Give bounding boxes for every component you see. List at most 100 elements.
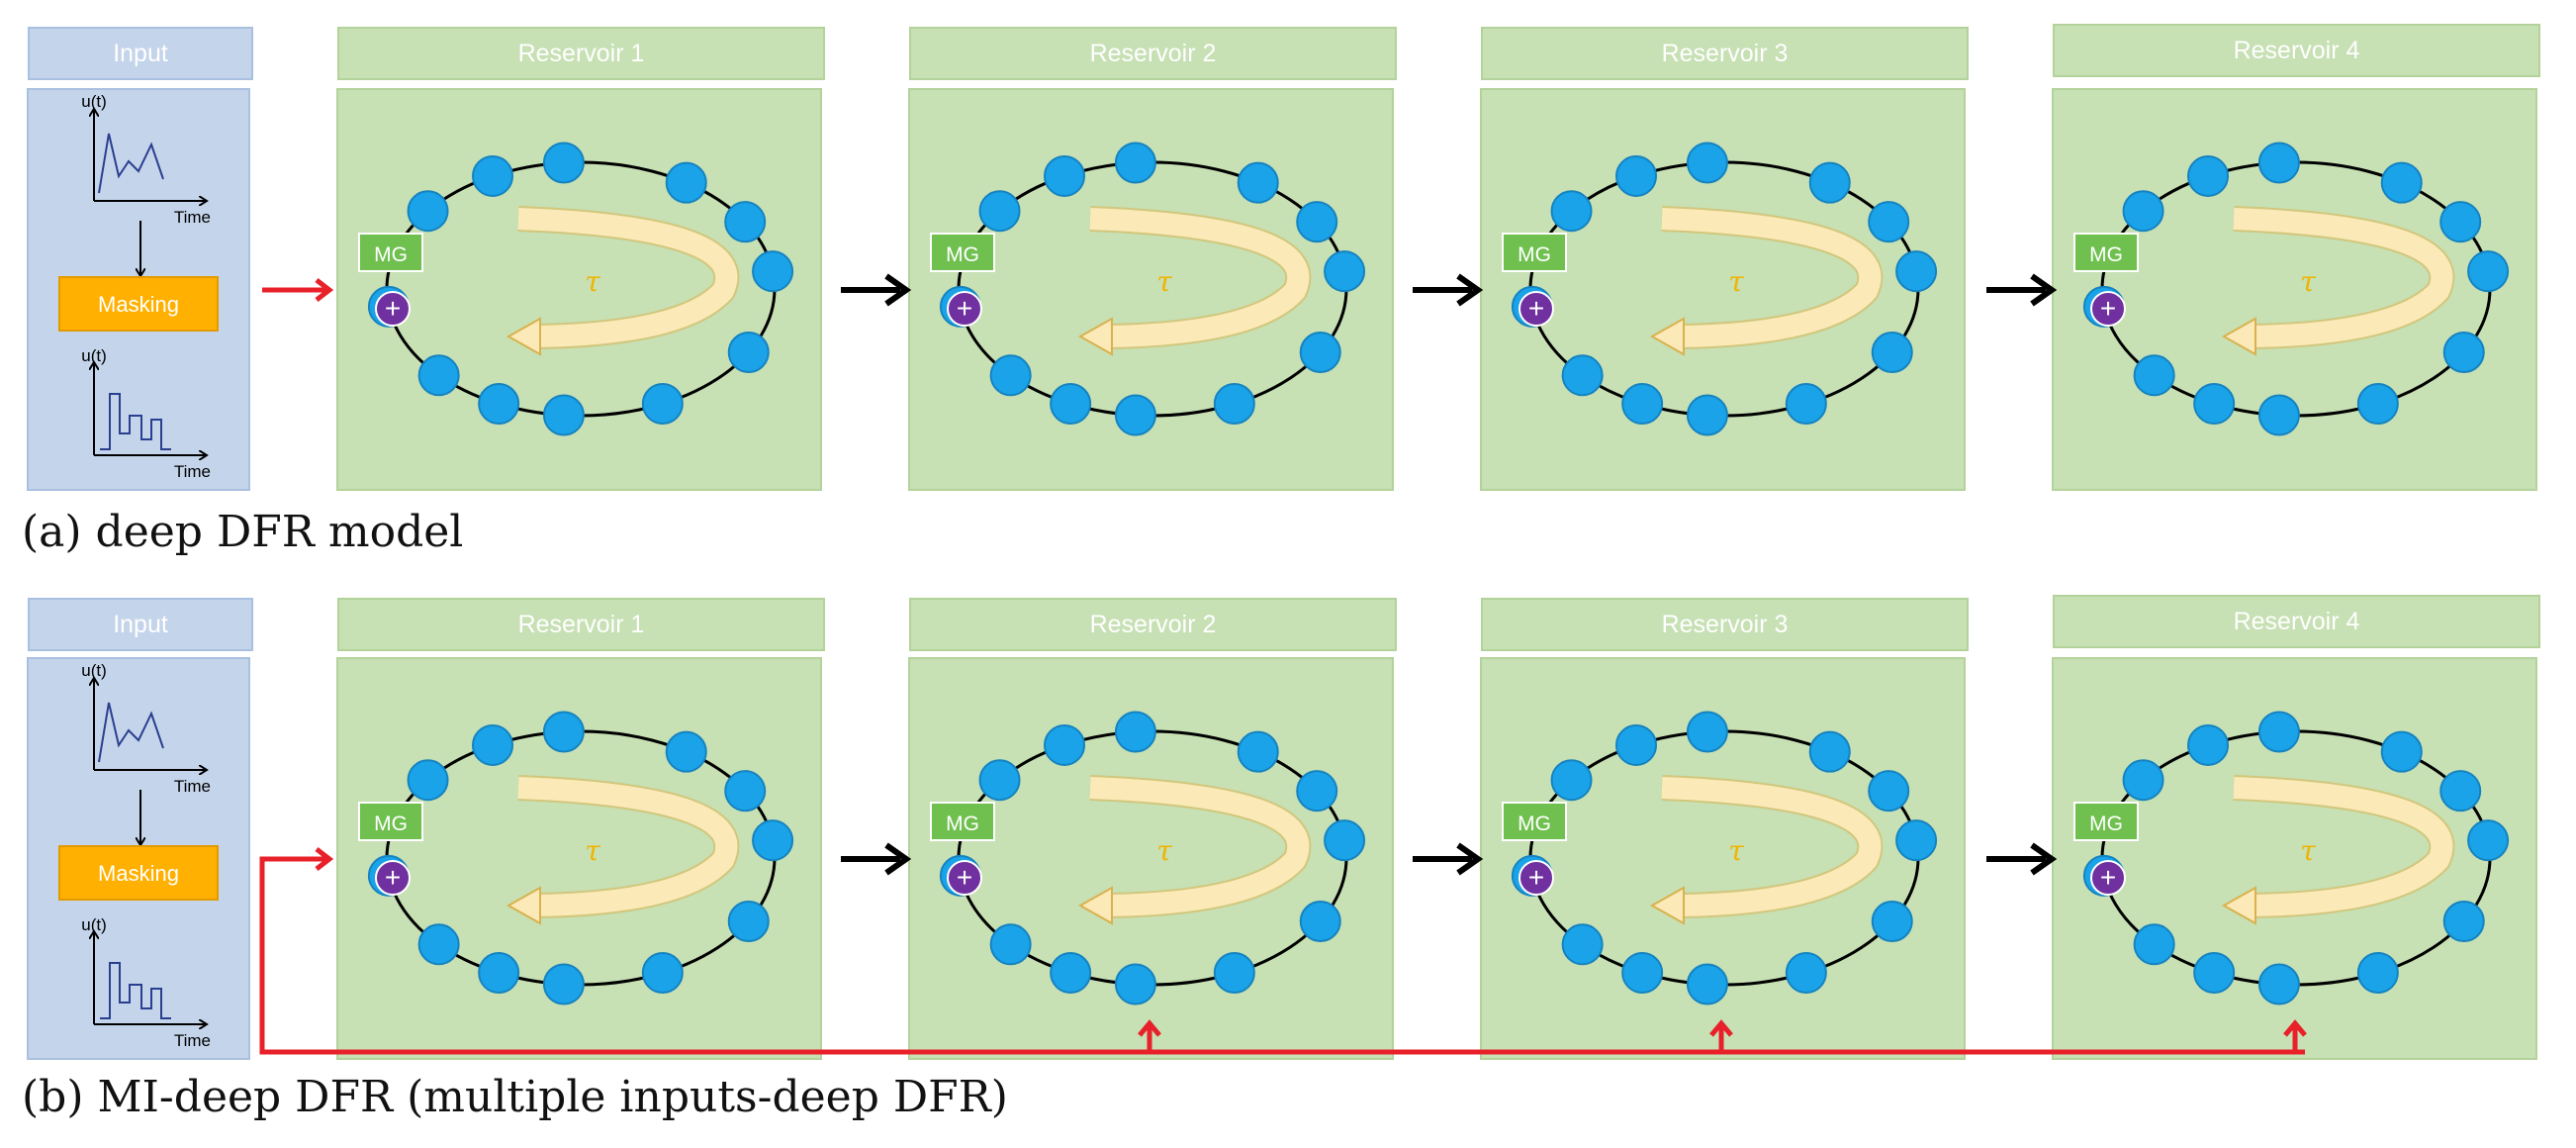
reservoir-node — [1296, 201, 1338, 243]
reservoir-node — [2439, 201, 2482, 243]
reservoir-node — [1808, 730, 1851, 773]
adder-node — [2090, 860, 2126, 896]
panel-a-reservoir-1: τ MG + — [336, 88, 822, 491]
masking-box — [58, 276, 219, 332]
stage-arrowhead — [2030, 273, 2058, 307]
reservoir-node — [1044, 154, 1086, 197]
reservoir-node — [2439, 770, 2482, 813]
reservoir-node — [978, 190, 1021, 233]
tau-label: τ — [2300, 265, 2316, 298]
reservoir-node — [1044, 723, 1086, 766]
reservoir-node — [727, 901, 770, 942]
panel-a-reservoir-1-label: Reservoir 1 — [517, 39, 645, 67]
reservoir-node — [1114, 142, 1156, 184]
reservoir-node — [407, 190, 449, 233]
panel-a-caption: (a) deep DFR model — [22, 507, 464, 557]
mg-box — [2073, 802, 2139, 841]
reservoir-node — [2187, 154, 2230, 197]
signal-label: u(t) — [81, 661, 107, 680]
delay-arrow — [1089, 208, 1310, 347]
adder-symbol: + — [385, 293, 401, 324]
reservoir-node — [2193, 952, 2236, 995]
reservoir-node — [1561, 354, 1604, 397]
adder-node — [375, 860, 411, 896]
adder-symbol: + — [2100, 862, 2116, 893]
reservoir-node — [1324, 819, 1366, 862]
signal-label: u(t) — [81, 346, 107, 365]
mg-box — [358, 233, 423, 272]
tau-label: τ — [2300, 834, 2316, 867]
feed-arrowhead — [315, 278, 334, 302]
delay-arrow — [1661, 777, 1882, 916]
reservoir-node — [752, 819, 794, 862]
reservoir-node — [1615, 723, 1658, 766]
adder-symbol: + — [385, 862, 401, 893]
mg-label: MG — [374, 243, 408, 266]
reservoir-node — [1561, 923, 1604, 966]
reservoir-node — [1615, 154, 1658, 197]
panel-b-reservoir-4-header: Reservoir 4 — [2053, 595, 2540, 648]
adder-symbol: + — [1528, 293, 1544, 324]
delay-arrowhead — [1077, 886, 1113, 925]
adder-node — [1518, 291, 1554, 327]
panel-b-reservoir-3-header: Reservoir 3 — [1481, 598, 1969, 651]
mg-box — [358, 802, 423, 841]
reservoir-node — [2356, 383, 2399, 426]
reservoir-node — [1050, 952, 1092, 995]
reservoir-node — [2122, 190, 2164, 233]
reservoir-node — [1868, 770, 1910, 813]
reservoir-node — [1785, 952, 1827, 995]
reservoir-node — [1785, 383, 1827, 426]
time-label: Time — [174, 462, 211, 481]
time-label: Time — [174, 208, 211, 227]
reservoir-node — [2257, 711, 2300, 753]
tau-label: τ — [585, 265, 600, 298]
adder-symbol: + — [1528, 862, 1544, 893]
reservoir-node — [989, 923, 1032, 966]
multi-input-arrowhead — [1138, 1019, 1161, 1037]
masking-label: Masking — [98, 861, 179, 886]
reservoir-node — [1871, 332, 1913, 373]
reservoir-node — [1621, 952, 1664, 995]
reservoir-node — [1299, 901, 1341, 942]
adder-node — [375, 291, 411, 327]
delay-arrow — [2233, 777, 2453, 916]
adder-symbol: + — [957, 862, 972, 893]
reservoir-node — [1050, 383, 1092, 426]
masking-box — [58, 845, 219, 901]
delay-arrowhead — [506, 317, 541, 356]
panel-b-reservoir-3-label: Reservoir 3 — [1661, 610, 1789, 638]
reservoir-node — [2133, 923, 2175, 966]
reservoir-node — [1213, 383, 1255, 426]
reservoir-node — [1237, 730, 1279, 773]
reservoir-node — [1114, 394, 1156, 436]
panel-a-reservoir-2: τMG+ — [908, 88, 1394, 491]
reservoir-node — [2122, 759, 2164, 802]
panel-a-input-header: Input — [28, 27, 253, 80]
delay-arrow — [2233, 208, 2453, 347]
panel-b-input-label: Input — [113, 610, 168, 638]
reservoir-node — [1296, 770, 1338, 813]
reservoir-node — [1868, 201, 1910, 243]
reservoir-node — [417, 354, 460, 397]
reservoir-node — [1895, 819, 1938, 862]
reservoir-node — [1299, 332, 1341, 373]
mg-label: MG — [1518, 243, 1551, 266]
stage-arrowhead — [1456, 842, 1484, 876]
panel-a-reservoir-2-label: Reservoir 2 — [1089, 39, 1217, 67]
reservoir-node — [1213, 952, 1255, 995]
reservoir-node — [2442, 332, 2485, 373]
panel-b-reservoir-2: τMG+ — [908, 657, 1394, 1060]
stage-arrowhead — [884, 273, 912, 307]
adder-node — [2090, 291, 2126, 327]
mg-box — [2073, 233, 2139, 272]
reservoir-node — [1686, 142, 1728, 184]
delay-arrowhead — [2221, 317, 2256, 356]
reservoir-node — [2187, 723, 2230, 766]
panel-b-reservoir-4-label: Reservoir 4 — [2233, 607, 2360, 635]
adder-symbol: + — [957, 293, 972, 324]
panel-a-reservoir-3-header: Reservoir 3 — [1481, 27, 1969, 80]
reservoir-node — [2467, 819, 2510, 862]
